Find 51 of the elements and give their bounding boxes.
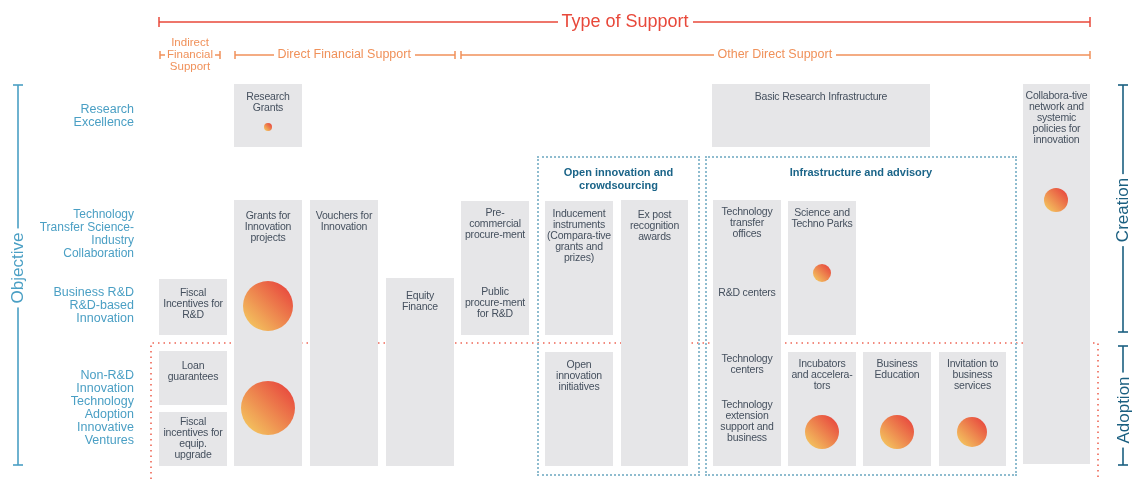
policy-box xyxy=(159,351,227,405)
policy-box xyxy=(788,352,856,466)
box-text: Public procure-ment for R&D xyxy=(463,286,526,319)
box-text: Open innovation initiatives xyxy=(555,359,603,392)
box-text: Equity Finance xyxy=(401,290,439,312)
policy-box xyxy=(863,352,931,466)
policy-box xyxy=(545,352,613,466)
box-text: Collabora-tive network and systemic policies for innovation xyxy=(1025,90,1088,145)
policy-box xyxy=(310,200,378,466)
policy-box xyxy=(159,279,227,335)
policy-box xyxy=(545,201,613,335)
group-heading: Open innovation and crowdsourcing xyxy=(562,166,675,192)
policy-box xyxy=(234,84,302,147)
box-text: Technology centers xyxy=(720,353,774,375)
objective-label: Technology Transfer Science-Industry Collaboration xyxy=(38,208,134,260)
policy-box xyxy=(461,201,529,335)
box-text: Research Grants xyxy=(245,91,291,113)
policy-box xyxy=(712,84,930,147)
group-heading: Infrastructure and advisory xyxy=(788,166,934,179)
box-text: Vouchers for Innovation xyxy=(314,210,374,232)
policy-box xyxy=(1023,84,1090,464)
objective-label: Non-R&D Innovation Technology Adoption Innovative Ventures xyxy=(69,369,134,447)
box-text: Fiscal Incentives for R&D xyxy=(162,287,224,320)
box-text: Loan guarantees xyxy=(166,360,220,382)
box-text: Pre-commercial procure-ment xyxy=(463,207,526,240)
policy-box xyxy=(713,200,781,466)
policy-box xyxy=(939,352,1006,466)
dotted-group-frame xyxy=(705,156,1017,476)
support-type-heading: Other Direct Support xyxy=(713,47,837,61)
box-text: Science and Techno Parks xyxy=(790,207,854,229)
support-type-heading: Indirect Financial Support xyxy=(165,36,215,72)
box-text: Incubators and accelera-tors xyxy=(790,358,854,391)
box-text: Technology transfer offices xyxy=(720,206,774,239)
box-text: Business Education xyxy=(873,358,921,380)
policy-box xyxy=(386,278,454,466)
support-type-heading: Direct Financial Support xyxy=(273,47,415,61)
policy-box xyxy=(234,200,302,466)
box-text: Ex post recognition awards xyxy=(628,209,681,242)
objective-label: Business R&D R&D-based Innovation xyxy=(52,286,134,325)
box-text: R&D centers xyxy=(717,287,777,298)
policy-box xyxy=(621,200,688,466)
box-text: Inducement instruments (Compara-tive grants and prizes) xyxy=(547,208,611,263)
policy-box xyxy=(159,412,227,466)
box-text: Basic Research Infrastructure xyxy=(753,91,889,102)
box-text: Technology extension support and business xyxy=(719,399,775,443)
policy-box xyxy=(788,201,856,335)
box-text: Fiscal incentives for equip. upgrade xyxy=(162,416,224,460)
box-text: Grants for Innovation projects xyxy=(243,210,293,243)
dotted-group-frame xyxy=(537,156,700,476)
box-text: Invitation to business services xyxy=(945,358,1000,391)
objective-label: Research Excellence xyxy=(72,103,134,129)
